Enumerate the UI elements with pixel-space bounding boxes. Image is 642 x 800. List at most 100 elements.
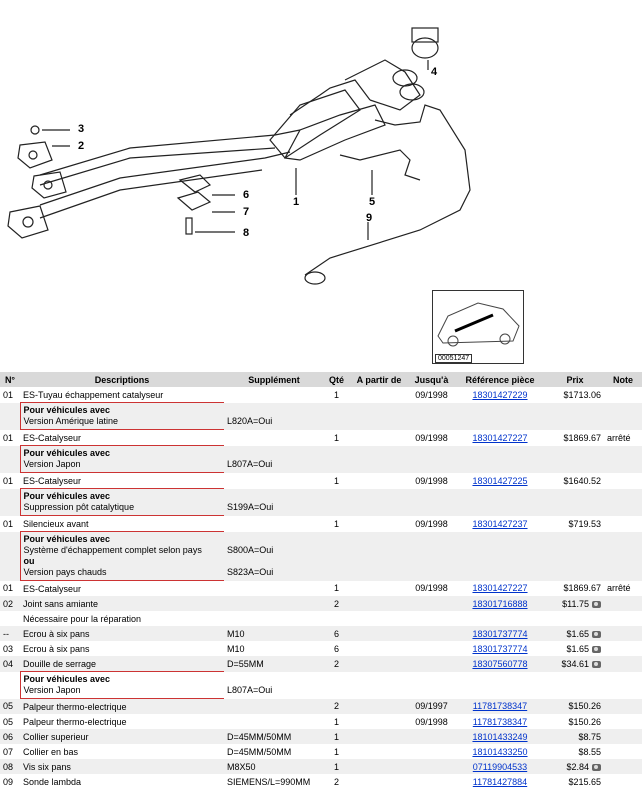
part-supplement-cell: D=45MM/50MM (227, 746, 292, 757)
part-note-cell: arrêté (607, 583, 631, 594)
part-reference-link[interactable]: 18301427227 (472, 583, 528, 594)
note-spacer-cell (0, 611, 20, 626)
header-part-ref: Référence pièce (454, 372, 546, 387)
part-reference-link[interactable]: 18301427237 (472, 518, 528, 529)
part-reference-link[interactable]: 11781738347 (472, 701, 528, 712)
part-reference-link[interactable]: 18307560778 (472, 658, 528, 669)
part-price-cell: $150.26 (546, 698, 604, 714)
camera-icon[interactable] (592, 660, 601, 668)
part-description-cell: Ecrou à six pans (20, 626, 224, 641)
part-from-cell (349, 581, 409, 597)
part-description-cell: Douille de serrage (20, 656, 224, 672)
condition-code (227, 556, 321, 567)
condition-code: L820A=Oui (227, 416, 273, 426)
part-number-cell: 09 (3, 776, 14, 787)
part-reference-link[interactable]: 18301737774 (472, 643, 528, 654)
part-reference-link[interactable]: 18301737774 (472, 628, 528, 639)
part-note-cell (604, 516, 642, 532)
part-reference-link[interactable]: 18301716888 (472, 598, 528, 609)
part-reference-link[interactable]: 11781738347 (472, 716, 528, 727)
part-reference-link[interactable]: 18101433250 (472, 746, 528, 757)
callout-6: 6 (243, 189, 250, 201)
part-note-cell (604, 774, 642, 789)
part-reference-link[interactable]: 18301427229 (472, 389, 528, 400)
part-price-cell: $1713.06 (546, 387, 604, 403)
part-ref-cell: 18307560778 (454, 656, 546, 672)
part-number-cell: 06 (0, 729, 20, 744)
condition-line: Version Japon (23, 685, 81, 695)
part-description-cell: ES-Catalyseur (23, 432, 82, 443)
part-supplement-cell (224, 387, 324, 403)
part-supplement-cell (224, 698, 324, 714)
part-from-cell (349, 774, 409, 789)
part-number-cell: -- (0, 626, 20, 641)
price-value: $1640.52 (563, 475, 601, 486)
part-qty-cell: 1 (333, 432, 339, 443)
camera-icon[interactable] (592, 645, 601, 653)
part-ref-cell: 18301427227 (454, 581, 546, 597)
part-from-cell (349, 596, 409, 611)
part-description-cell: Collier superieur (20, 729, 224, 744)
condition-code: L807A=Oui (227, 685, 273, 695)
part-reference-link[interactable]: 18101433249 (472, 731, 528, 742)
part-number-cell: 05 (3, 716, 14, 727)
part-price-cell: $215.65 (546, 774, 604, 789)
part-reference-link[interactable]: 11781427884 (472, 776, 528, 787)
part-from-cell (349, 714, 409, 729)
part-reference-link[interactable]: 18301427227 (472, 432, 528, 443)
car-icon (437, 302, 520, 347)
part-supplement-cell: M10 (224, 626, 324, 641)
part-ref-cell: 18101433250 (454, 744, 546, 759)
part-reference-link[interactable]: 18301427225 (472, 475, 528, 486)
part-ref-cell: 18301716888 (454, 596, 546, 611)
part-note-cell (604, 596, 642, 611)
condition-spacer-cell (0, 531, 20, 581)
part-supplement-cell: M10 (227, 643, 245, 654)
price-value: $1713.06 (563, 389, 601, 400)
camera-icon[interactable] (592, 630, 601, 638)
callout-1: 1 (293, 196, 300, 208)
part-ref-cell: 11781427884 (454, 774, 546, 789)
part-ref-cell: 18301427227 (454, 430, 546, 446)
part-ref-cell: 18301737774 (454, 641, 546, 656)
price-value: $1869.67 (563, 583, 601, 594)
part-ref-cell: 18301427229 (454, 387, 546, 403)
header-note: Note (604, 372, 642, 387)
part-qty-cell: 2 (324, 596, 349, 611)
part-to-cell (409, 641, 454, 656)
part-supplement-cell (224, 581, 324, 597)
part-number-cell: 01 (3, 583, 14, 594)
part-from-cell (349, 744, 409, 759)
part-number-cell: 01 (3, 389, 14, 400)
part-supplement-cell (224, 430, 324, 446)
part-to-cell (409, 626, 454, 641)
condition-line: Version Japon (23, 459, 81, 469)
part-qty-cell: 1 (333, 716, 339, 727)
part-number-cell: 01 (3, 518, 14, 529)
part-qty-cell: 1 (333, 389, 339, 400)
part-from-cell (349, 626, 409, 641)
part-from-cell (349, 698, 409, 714)
part-from-cell (349, 387, 409, 403)
part-to-cell: 09/1998 (415, 475, 448, 486)
part-reference-link[interactable]: 07119904533 (472, 761, 528, 772)
camera-icon[interactable] (592, 600, 601, 608)
condition-supplement-cell: L807A=Oui (224, 672, 324, 699)
note-empty-cell (224, 611, 642, 626)
part-qty-cell: 1 (324, 729, 349, 744)
part-to-cell: 09/1998 (415, 583, 448, 594)
part-from-cell (349, 516, 409, 532)
part-supplement-cell (224, 596, 324, 611)
camera-icon[interactable] (592, 763, 601, 771)
part-supplement-cell: M8X50 (224, 759, 324, 774)
part-from-cell (349, 729, 409, 744)
condition-code: S800A=Oui (227, 545, 274, 555)
part-ref-cell: 18301737774 (454, 626, 546, 641)
